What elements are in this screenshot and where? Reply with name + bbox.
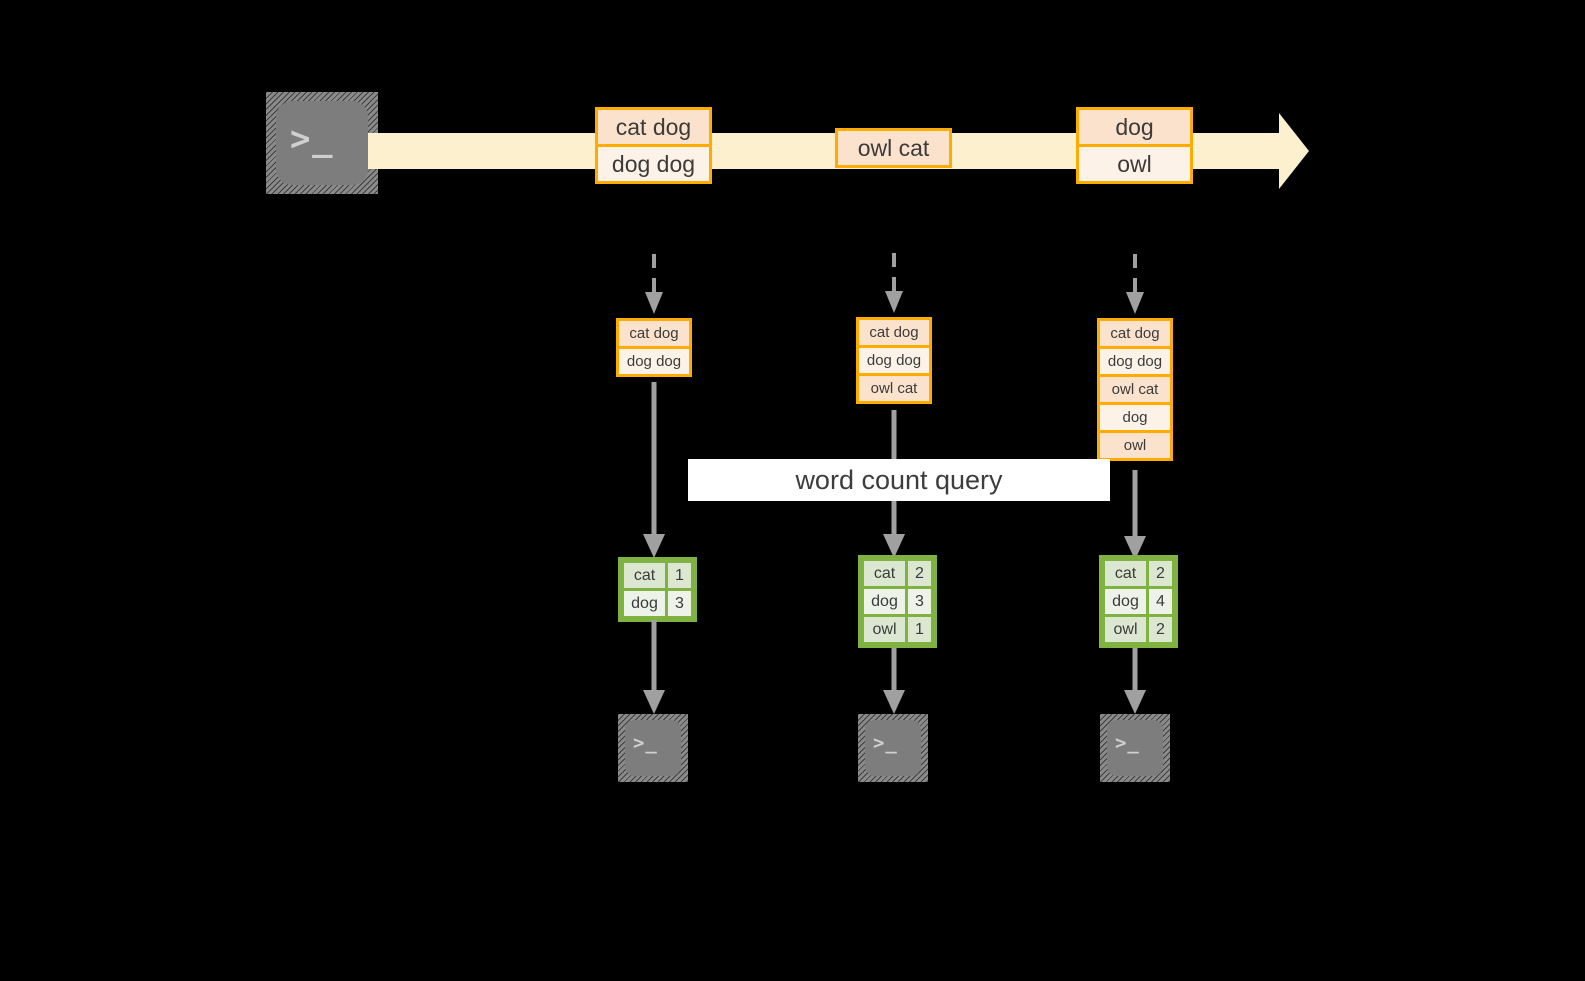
dashed-arrow-down-icon (642, 254, 666, 316)
sink-terminal-icon[interactable]: >_ (618, 714, 688, 782)
stream-message[interactable]: dog dog (595, 144, 712, 184)
snapshot-message[interactable]: cat dog (616, 318, 692, 349)
terminal-prompt-glyph: >_ (873, 732, 898, 754)
arrow-snapshot-to-result-icon (1122, 470, 1148, 562)
result-table-1: cat 1 dog 3 (618, 557, 697, 622)
arrow-result-to-sink-icon (641, 620, 667, 716)
table-row: dog 3 (861, 586, 934, 617)
stream-message-group-a: cat dog dog dog (595, 107, 712, 184)
terminal-prompt-glyph: >_ (1115, 732, 1140, 754)
snapshot-stack-3: cat dog dog dog owl cat dog owl (1097, 318, 1173, 461)
table-row: dog 3 (621, 588, 694, 619)
stream-message-group-b: owl cat (835, 128, 952, 168)
result-word: dog (1102, 586, 1149, 617)
arrow-result-to-sink-icon (881, 648, 907, 716)
terminal-screen (865, 720, 921, 776)
result-word: cat (621, 560, 668, 591)
stream-message[interactable]: cat dog (595, 107, 712, 147)
stream-arrow-head-icon (1249, 111, 1311, 191)
snapshot-message[interactable]: cat dog (1097, 318, 1173, 349)
arrow-snapshot-to-result-icon (641, 382, 667, 560)
snapshot-message[interactable]: cat dog (856, 317, 932, 348)
result-table-3: cat 2 dog 4 owl 2 (1099, 555, 1178, 648)
stream-message[interactable]: owl (1076, 144, 1193, 184)
stream-message-group-c: dog owl (1076, 107, 1193, 184)
dashed-arrow-down-icon (1123, 254, 1147, 316)
result-count: 3 (665, 588, 694, 619)
dashed-arrow-down-icon (882, 253, 906, 315)
result-count: 2 (905, 558, 934, 589)
snapshot-message[interactable]: owl cat (856, 373, 932, 404)
result-table-2: cat 2 dog 3 owl 1 (858, 555, 937, 648)
result-count: 1 (905, 614, 934, 645)
result-count: 4 (1146, 586, 1175, 617)
snapshot-message[interactable]: owl cat (1097, 374, 1173, 405)
result-word: dog (861, 586, 908, 617)
terminal-screen (276, 101, 368, 185)
stream-message[interactable]: dog (1076, 107, 1193, 147)
result-count: 2 (1146, 614, 1175, 645)
result-word: owl (1102, 614, 1149, 645)
table-row: cat 1 (621, 560, 694, 591)
snapshot-stack-2: cat dog dog dog owl cat (856, 317, 932, 404)
terminal-prompt-glyph: >_ (290, 119, 335, 159)
snapshot-message[interactable]: dog (1097, 402, 1173, 433)
result-word: owl (861, 614, 908, 645)
table-row: cat 2 (1102, 558, 1175, 589)
arrow-result-to-sink-icon (1122, 648, 1148, 716)
result-count: 1 (665, 560, 694, 591)
table-row: cat 2 (861, 558, 934, 589)
snapshot-message[interactable]: dog dog (616, 346, 692, 377)
snapshot-message[interactable]: dog dog (856, 345, 932, 376)
result-count: 2 (1146, 558, 1175, 589)
result-word: cat (861, 558, 908, 589)
table-row: owl 2 (1102, 614, 1175, 645)
result-count: 3 (905, 586, 934, 617)
terminal-screen (1107, 720, 1163, 776)
sink-terminal-icon[interactable]: >_ (858, 714, 928, 782)
terminal-screen (625, 720, 681, 776)
sink-terminal-icon[interactable]: >_ (1100, 714, 1170, 782)
query-banner: word count query (688, 459, 1110, 501)
table-row: dog 4 (1102, 586, 1175, 617)
result-word: dog (621, 588, 668, 619)
snapshot-message[interactable]: owl (1097, 430, 1173, 461)
snapshot-message[interactable]: dog dog (1097, 346, 1173, 377)
result-word: cat (1102, 558, 1149, 589)
source-terminal-icon[interactable]: >_ (266, 92, 378, 194)
terminal-prompt-glyph: >_ (633, 732, 658, 754)
snapshot-stack-1: cat dog dog dog (616, 318, 692, 377)
stream-message[interactable]: owl cat (835, 128, 952, 168)
table-row: owl 1 (861, 614, 934, 645)
